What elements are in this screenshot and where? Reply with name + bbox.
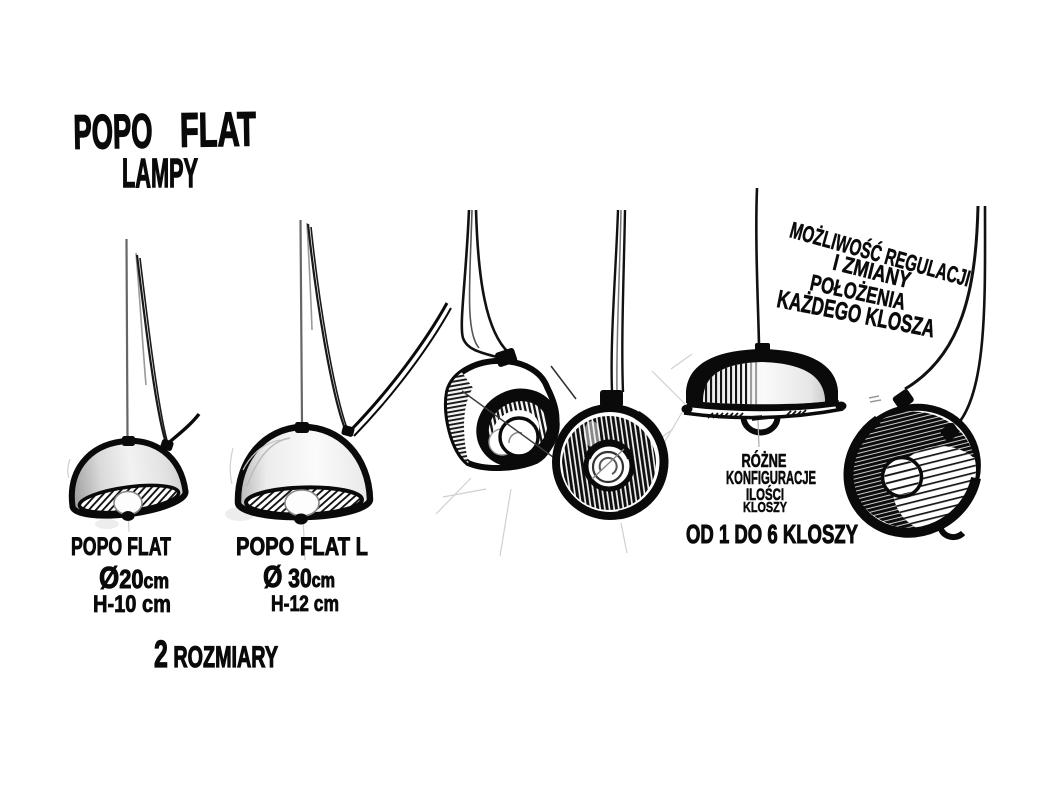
svg-text:KONFIGURACJE: KONFIGURACJE — [726, 468, 816, 488]
svg-text:FLAT: FLAT — [180, 103, 257, 157]
svg-text:ILOŚCI: ILOŚCI — [746, 485, 784, 504]
svg-text:POPO FLAT L: POPO FLAT L — [236, 533, 368, 561]
svg-text:POPO: POPO — [73, 105, 153, 159]
svg-text:KLOSZY: KLOSZY — [743, 499, 787, 516]
svg-text:LAMPY: LAMPY — [122, 150, 198, 196]
svg-text:POPO FLAT: POPO FLAT — [71, 533, 171, 561]
svg-text:RÓŻNE: RÓŻNE — [742, 450, 787, 471]
svg-text:H-12 cm: H-12 cm — [271, 591, 339, 616]
svg-text:H-10 cm: H-10 cm — [93, 591, 171, 618]
svg-text:2 ROZMIARY: 2 ROZMIARY — [154, 634, 278, 676]
svg-text:OD 1 DO 6 KLOSZY: OD 1 DO 6 KLOSZY — [686, 519, 858, 549]
